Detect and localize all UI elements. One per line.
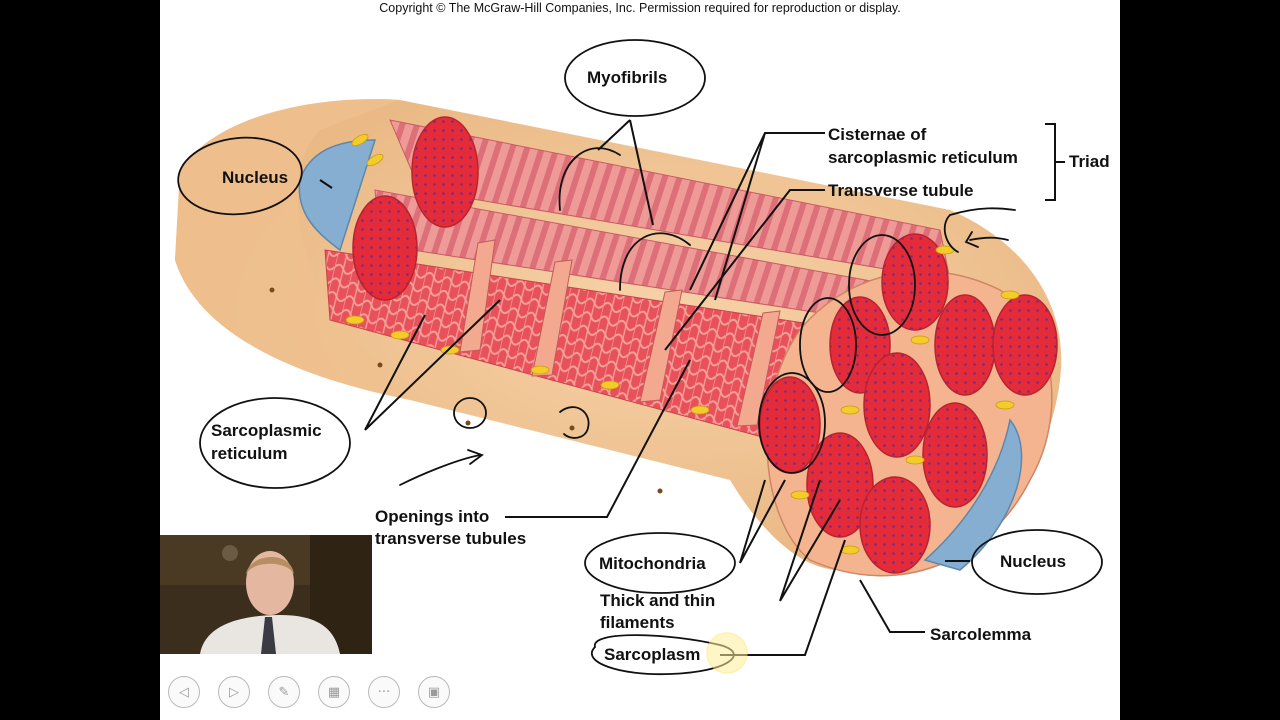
display-icon[interactable]: ▣: [418, 676, 450, 708]
label-sarcolemma: Sarcolemma: [930, 625, 1032, 644]
presenter-webcam: [160, 535, 372, 654]
lecture-slide: Copyright © The McGraw-Hill Companies, I…: [160, 0, 1120, 720]
forward-arrow-icon[interactable]: ▷: [218, 676, 250, 708]
more-icon[interactable]: ···: [368, 676, 400, 708]
label-cisternae-1: Cisternae of: [828, 125, 927, 144]
label-sarcoplasm: Sarcoplasm: [604, 645, 701, 664]
back-arrow-icon[interactable]: ◁: [168, 676, 200, 708]
nucleus-right-shape: [923, 418, 1023, 571]
slides-icon[interactable]: ▦: [318, 676, 350, 708]
nucleus-left-shape: [298, 139, 377, 252]
label-mitochondria: Mitochondria: [599, 554, 706, 573]
label-cisternae-2: sarcoplasmic reticulum: [828, 148, 1018, 167]
cursor-highlight: [706, 632, 748, 674]
label-filaments-2: filaments: [600, 613, 675, 632]
label-nucleus-right: Nucleus: [1000, 552, 1067, 571]
label-transverse-tubule: Transverse tubule: [828, 181, 974, 200]
label-triad: Triad: [1069, 152, 1110, 171]
copyright-notice: Copyright © The McGraw-Hill Companies, I…: [379, 1, 901, 15]
label-filaments-1: Thick and thin: [600, 591, 716, 610]
label-openings-1: Openings into: [375, 507, 490, 526]
pen-icon[interactable]: ✎: [268, 676, 300, 708]
label-myofibrils: Myofibrils: [587, 68, 668, 87]
label-openings-2: transverse tubules: [375, 529, 527, 548]
label-sarcoplasmic-1: Sarcoplasmic: [211, 421, 322, 440]
muscle-fiber-diagram: [175, 39, 1103, 676]
label-nucleus-left: Nucleus: [222, 168, 289, 187]
label-sarcoplasmic-2: reticulum: [211, 444, 288, 463]
